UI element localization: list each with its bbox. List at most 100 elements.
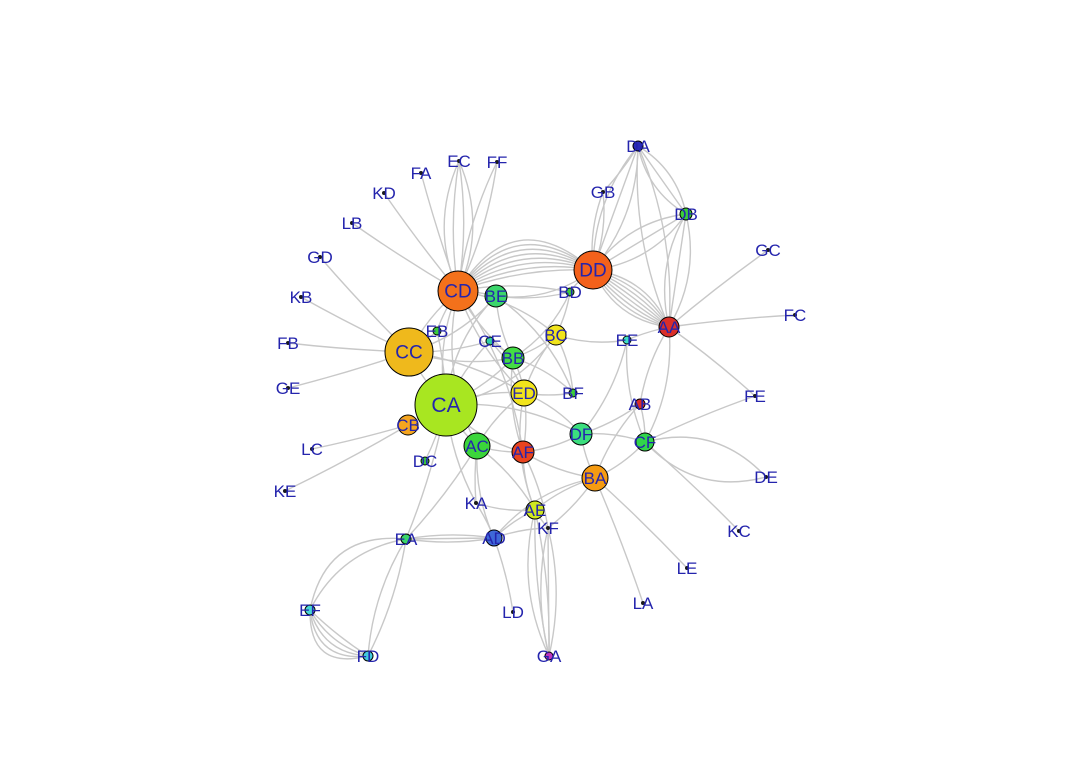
node-CA <box>414 373 478 437</box>
node-AE <box>525 500 545 520</box>
node-label-CD: CD <box>444 282 471 303</box>
node-label-AE: AE <box>524 501 547 520</box>
edge-GA-KF <box>547 527 550 657</box>
edge-GA-KF <box>540 527 550 657</box>
node-label-CC: CC <box>395 343 422 364</box>
edge-CF-AA <box>644 326 671 443</box>
node-KA <box>474 501 478 505</box>
node-GC <box>766 248 770 252</box>
node-DB <box>679 207 693 221</box>
node-label-GC: GC <box>755 241 781 260</box>
node-label-FF: FF <box>487 153 508 172</box>
node-label-FA: FA <box>411 164 432 183</box>
edge-CD-DD <box>457 243 594 292</box>
node-label-GB: GB <box>591 183 616 202</box>
node-label-DE: DE <box>754 468 778 487</box>
node-FE <box>753 394 757 398</box>
node-label-KE: KE <box>274 482 297 501</box>
edge-AC-AD <box>476 445 495 539</box>
node-label-FB: FB <box>277 334 299 353</box>
node-GA <box>544 651 554 661</box>
edge-DE-CF <box>644 436 767 478</box>
node-label-EB: EB <box>426 322 449 341</box>
labels-layer: CACCCDDDBAACEDAFBBBEDFBCCBAACFAEADDBABDA… <box>274 137 807 666</box>
node-AB <box>634 398 646 410</box>
node-label-DC: DC <box>413 452 438 471</box>
node-CF <box>635 432 655 452</box>
edge-CD-DD <box>457 239 594 292</box>
edge-DA-DB <box>637 145 687 215</box>
node-label-LE: LE <box>677 559 698 578</box>
node-EE <box>622 335 632 345</box>
edge-BE-BF <box>495 295 574 394</box>
edge-EF-FD <box>309 609 369 660</box>
node-label-ED: ED <box>512 384 536 403</box>
node-label-BF: BF <box>562 384 584 403</box>
node-CC <box>384 327 434 377</box>
edge-DA-DB <box>637 145 687 215</box>
node-label-BE: BE <box>485 287 508 306</box>
node-label-KB: KB <box>290 288 313 307</box>
nodes-layer <box>283 140 797 662</box>
node-label-GA: GA <box>537 647 562 666</box>
node-label-CE: CE <box>478 332 502 351</box>
node-label-AD: AD <box>482 529 506 548</box>
node-label-GD: GD <box>307 248 333 267</box>
node-KD <box>382 191 386 195</box>
edge-KE-CB <box>284 424 409 492</box>
node-KE <box>283 489 287 493</box>
edge-DE-CF <box>644 441 767 483</box>
node-label-KF: KF <box>537 519 559 538</box>
node-FF <box>495 160 499 164</box>
edge-EF-EA <box>309 538 407 611</box>
node-label-LA: LA <box>633 594 654 613</box>
node-BE <box>484 284 508 308</box>
node-DC <box>420 456 430 466</box>
node-KF <box>546 526 550 530</box>
node-BB <box>501 346 525 370</box>
node-label-AA: AA <box>658 318 681 337</box>
edge-EA-AD <box>405 534 495 540</box>
node-label-CB: CB <box>396 416 420 435</box>
node-CD <box>437 270 479 312</box>
node-label-BB: BB <box>502 349 525 368</box>
node-label-DA: DA <box>626 137 650 156</box>
node-EA <box>400 533 412 545</box>
node-GE <box>286 386 290 390</box>
node-AF <box>511 440 535 464</box>
node-CE <box>485 336 495 346</box>
node-label-EF: EF <box>299 601 321 620</box>
node-KC <box>737 529 741 533</box>
node-label-BD: BD <box>558 283 582 302</box>
node-label-EC: EC <box>447 152 471 171</box>
node-BC <box>545 324 567 346</box>
node-label-KD: KD <box>372 184 396 203</box>
edge-FD-EA <box>367 538 407 657</box>
node-LB <box>350 221 354 225</box>
node-label-BC: BC <box>544 326 568 345</box>
edge-DA-DD <box>592 145 639 271</box>
node-CB <box>397 414 419 436</box>
edge-EA-AD <box>405 537 495 540</box>
node-label-GE: GE <box>276 379 301 398</box>
edge-DA-AA <box>636 145 670 328</box>
edge-GC-AA <box>668 249 769 328</box>
node-label-CF: CF <box>634 433 657 452</box>
node-label-AF: AF <box>512 443 534 462</box>
node-DA <box>632 140 644 152</box>
node-BF <box>568 388 578 398</box>
node-LE <box>685 566 689 570</box>
edge-DA-AA <box>637 145 671 328</box>
edge-GA-AE <box>527 509 550 657</box>
edge-FC-AA <box>668 314 796 328</box>
node-KB <box>299 295 303 299</box>
edge-LC-CB <box>311 424 409 450</box>
edge-EF-EA <box>309 537 407 611</box>
node-label-KC: KC <box>727 522 751 541</box>
edge-CF-EE <box>625 339 646 443</box>
edge-EF-FD <box>309 609 369 657</box>
node-AC <box>463 432 491 460</box>
edge-FE-AA <box>668 326 756 397</box>
